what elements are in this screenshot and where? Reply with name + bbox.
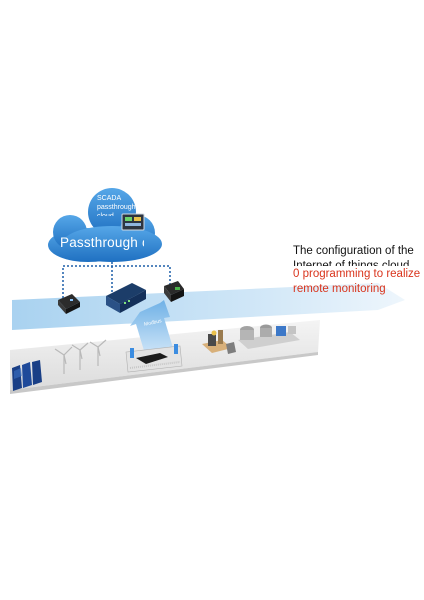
caption-line-3: 0 programming to realize — [293, 268, 421, 280]
caption-line-4: remote monitoring — [293, 283, 386, 295]
dtu-module-device — [164, 281, 184, 302]
solar-panels — [12, 360, 42, 391]
caption: The configuration of the Internet of thi… — [293, 244, 424, 297]
chemical-factory — [238, 324, 300, 349]
passthrough-cloud — [48, 188, 162, 262]
cloud-title: SCADA passthrough cloud — [97, 195, 136, 216]
wind-turbines — [54, 339, 107, 374]
caption-line-1: The configuration of the — [293, 245, 414, 257]
cloud-label: Passthrough cloud — [60, 235, 144, 250]
electric-vehicle-charging — [125, 344, 183, 373]
dotted-links — [62, 262, 171, 298]
scada-screen — [121, 213, 145, 231]
cloud-label-clip: Passthrough cloud — [60, 232, 144, 256]
rack-server-device — [106, 283, 146, 313]
industrial-plant — [202, 330, 236, 354]
gateway-device — [58, 294, 80, 314]
network-band — [12, 283, 405, 330]
caption-line-2: Internet of things cloud — [293, 260, 410, 266]
